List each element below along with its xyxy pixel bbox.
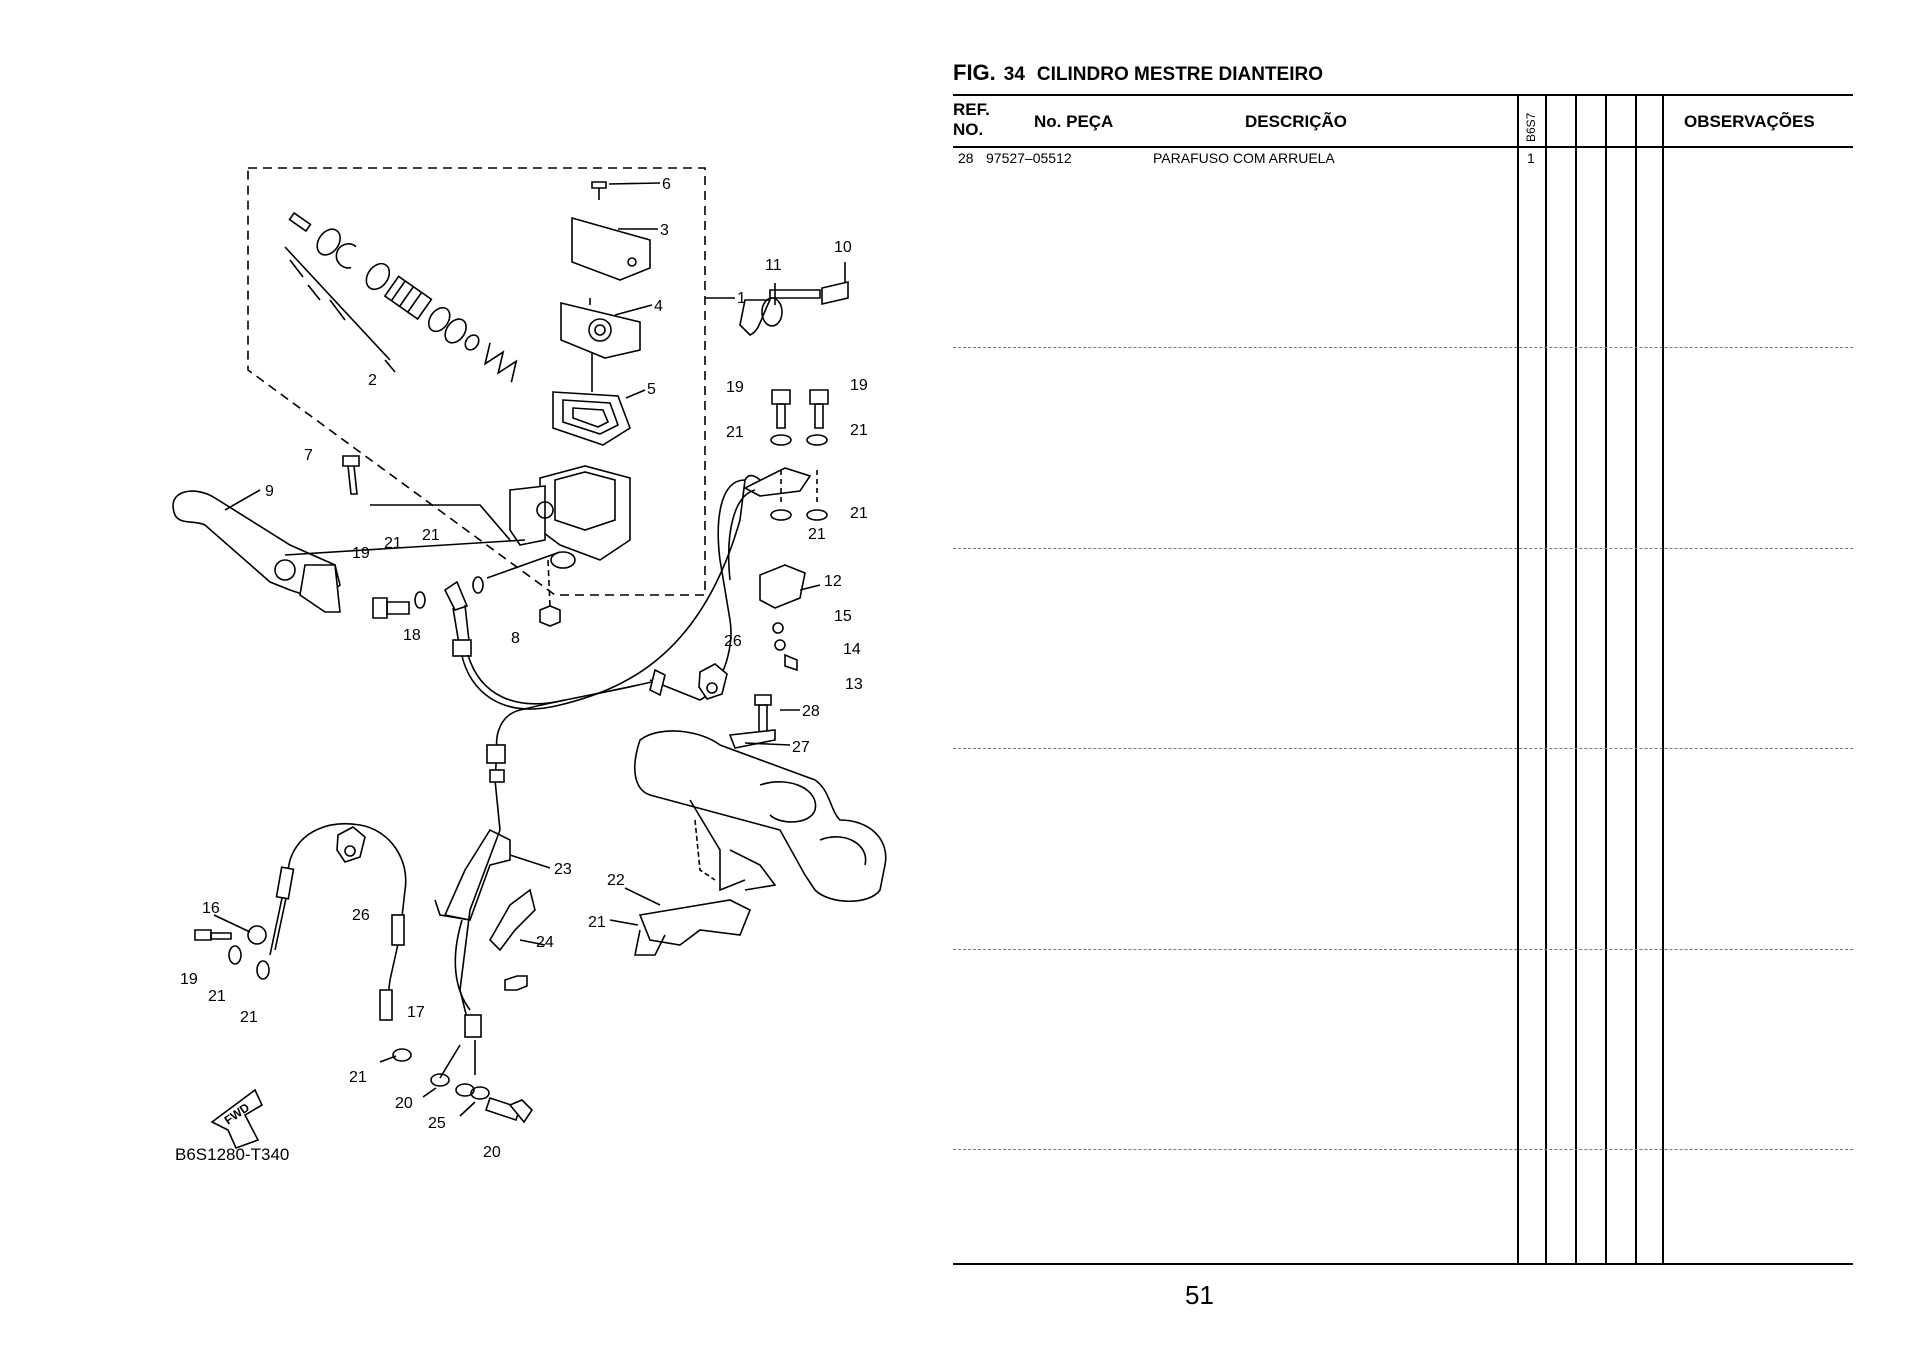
- header-ref: REF. NO.: [953, 100, 990, 140]
- callout-21-a: 21: [726, 424, 744, 441]
- callout-21-g: 21: [208, 988, 226, 1005]
- figure-number: 34: [1003, 64, 1025, 85]
- callout-23: 22: [607, 872, 625, 889]
- callout-15: 15: [834, 608, 852, 625]
- callout-21-h: 21: [240, 1009, 258, 1026]
- row-part-no: 97527–05512: [986, 150, 1072, 166]
- table-header-rule: [953, 146, 1853, 148]
- callout-12: 12: [824, 573, 842, 590]
- callout-22: 21: [588, 914, 606, 931]
- callout-17: 17: [407, 1004, 425, 1021]
- callout-3: 3: [660, 222, 669, 239]
- callout-21-d: 21: [808, 526, 826, 543]
- callout-7: 7: [304, 447, 313, 464]
- callout-21-c: 21: [850, 505, 868, 522]
- callout-11: 11: [765, 257, 782, 274]
- row-ref: 28: [958, 150, 974, 166]
- callout-4: 4: [654, 298, 663, 315]
- callout-21-e: 21: [384, 535, 402, 552]
- callout-6: 6: [662, 176, 671, 193]
- callout-8: 8: [511, 630, 520, 647]
- callout-21-k: 25: [428, 1115, 446, 1132]
- col-divider-2: [1545, 94, 1547, 1264]
- callout-18: 18: [403, 627, 421, 644]
- table-top-rule: [953, 94, 1853, 96]
- callout-19-bottom: 19: [180, 971, 198, 988]
- callout-27: 27: [792, 739, 810, 756]
- callout-19-right-a: 19: [726, 379, 744, 396]
- callout-28: 28: [802, 703, 820, 720]
- row-separator: [953, 347, 1853, 348]
- row-qty: 1: [1527, 150, 1535, 166]
- callout-24: 23: [554, 861, 572, 878]
- page-number: 51: [1185, 1280, 1214, 1310]
- callout-21-i: 21: [349, 1069, 367, 1086]
- callout-10: 10: [834, 239, 852, 256]
- col-divider-5: [1635, 94, 1637, 1264]
- figure-title: FIG. 34 CILINDRO MESTRE DIANTEIRO: [953, 60, 1323, 86]
- table-bottom-rule: [953, 1263, 1853, 1265]
- col-divider-4: [1605, 94, 1607, 1264]
- col-divider-6: [1662, 94, 1664, 1264]
- callout-20: 20: [483, 1144, 501, 1161]
- callout-9: 9: [265, 483, 274, 500]
- callout-16: 16: [202, 900, 220, 917]
- header-observations: OBSERVAÇÕES: [1684, 112, 1815, 131]
- row-separator: [953, 748, 1853, 749]
- exploded-parts-diagram: 6 3 4 5 1 2 7 9 10 11 19 19 21 21 21 21 …: [172, 167, 887, 1164]
- header-ref-line1: REF.: [953, 100, 990, 119]
- col-divider-3: [1575, 94, 1577, 1264]
- header-description: DESCRIÇÃO: [1245, 112, 1348, 131]
- header-ref-line2: NO.: [953, 120, 984, 139]
- callout-21-b: 21: [850, 422, 868, 439]
- diagram-code: B6S1280-T340: [175, 1145, 289, 1164]
- header-model-code: B6S7: [1524, 112, 1538, 142]
- header-part-no: No. PEÇA: [1034, 112, 1114, 131]
- callout-25: 24: [536, 934, 554, 951]
- callout-13: 13: [845, 676, 863, 693]
- callout-21-f: 21: [422, 527, 440, 544]
- row-separator: [953, 548, 1853, 549]
- callout-26-left: 26: [352, 907, 370, 924]
- figure-prefix: FIG.: [953, 60, 996, 85]
- row-separator: [953, 949, 1853, 950]
- col-divider-1: [1517, 94, 1519, 1264]
- callout-5: 5: [647, 381, 656, 398]
- row-separator: [953, 1149, 1853, 1150]
- callout-19-right-b: 19: [850, 377, 868, 394]
- figure-name: CILINDRO MESTRE DIANTEIRO: [1036, 64, 1323, 85]
- callout-1: 1: [737, 290, 746, 307]
- callout-21-j: 20: [395, 1095, 413, 1112]
- callout-2: 2: [368, 372, 377, 389]
- callout-19-left: 19: [352, 545, 370, 562]
- row-description: PARAFUSO COM ARRUELA: [1153, 150, 1335, 166]
- callout-14: 14: [843, 641, 861, 658]
- callout-26-top: 26: [724, 633, 742, 650]
